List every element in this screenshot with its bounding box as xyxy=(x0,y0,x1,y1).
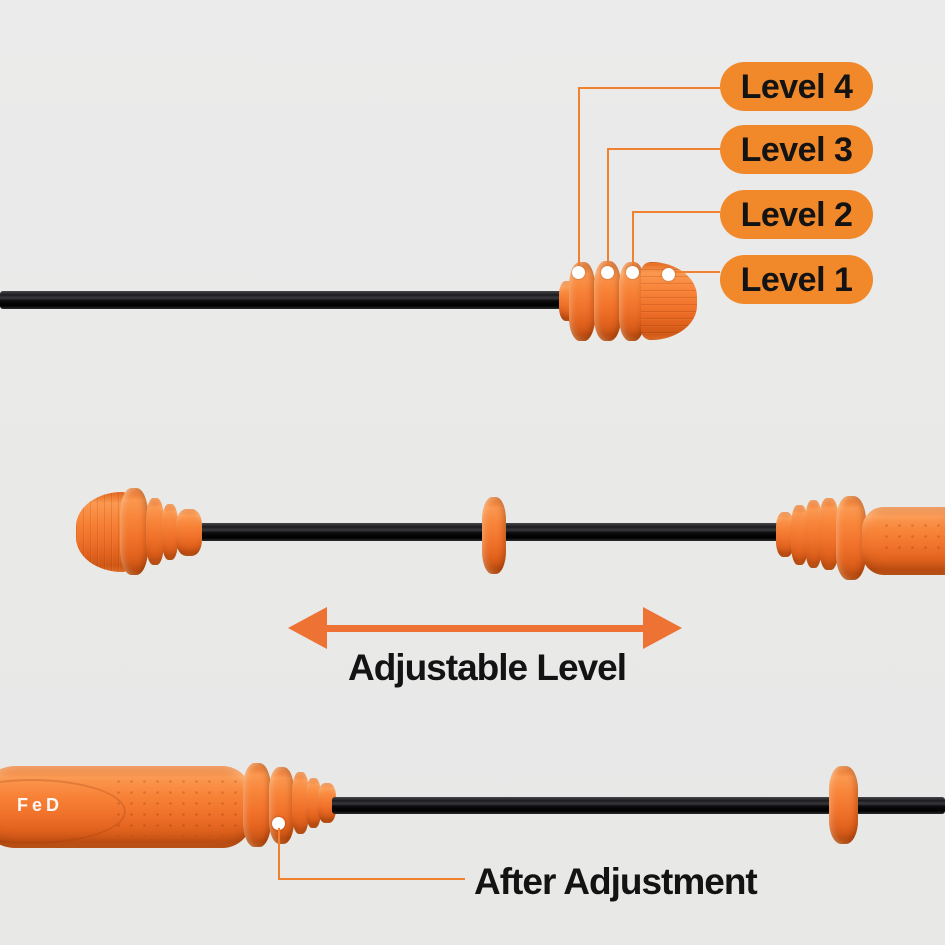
callout-label-level-1: Level 1 xyxy=(740,260,853,299)
grip-texture-bottom xyxy=(112,776,240,836)
callout-pill-level-2: Level 2 xyxy=(720,190,873,239)
annotation-line-h xyxy=(278,878,465,880)
handle-step-4 xyxy=(819,498,839,570)
white-level-dot-2 xyxy=(626,266,639,279)
cap-step-1 xyxy=(146,498,164,565)
handle-step-2 xyxy=(791,505,808,565)
callout-line-level2-h xyxy=(632,211,720,213)
white-level-dot-3 xyxy=(601,266,614,279)
callout-line-level1-h xyxy=(668,271,720,273)
callout-line-level4-h xyxy=(578,87,720,89)
bottom-flange-ring-1 xyxy=(243,763,271,847)
adjustable-level-label: Adjustable Level xyxy=(347,647,627,688)
white-level-dot-4 xyxy=(572,266,585,279)
callout-label-level-4: Level 4 xyxy=(740,67,853,106)
adjusted-slider-ring xyxy=(829,766,858,844)
handle-step-3 xyxy=(805,500,822,568)
callout-pill-level-3: Level 3 xyxy=(720,125,873,174)
rope-rod-top xyxy=(0,291,568,309)
callout-line-level2-v xyxy=(632,211,634,273)
annotation-line-v xyxy=(278,828,280,880)
arrow-shaft xyxy=(324,625,650,632)
handle-step-1 xyxy=(776,512,794,557)
left-arrowhead-icon xyxy=(288,607,327,649)
white-adjustment-dot xyxy=(272,817,285,830)
after-adjustment-label: After Adjustment xyxy=(474,861,758,902)
callout-label-level-3: Level 3 xyxy=(740,130,853,169)
cap-step-3 xyxy=(176,509,202,556)
right-arrowhead-icon xyxy=(643,607,682,649)
brand-logo: FeD xyxy=(17,795,64,815)
cap-rim-ring xyxy=(120,488,148,575)
callout-line-level4-v xyxy=(578,87,580,273)
callout-label-level-2: Level 2 xyxy=(740,195,853,234)
rope-rod-bottom xyxy=(332,797,945,814)
bottom-step-3 xyxy=(318,783,336,823)
handle-grip-middle xyxy=(862,507,945,575)
callout-pill-level-1: Level 1 xyxy=(720,255,873,304)
callout-pill-level-4: Level 4 xyxy=(720,62,873,111)
callout-line-level3-v xyxy=(607,148,609,273)
bottom-step-2 xyxy=(306,778,321,828)
bottom-step-1 xyxy=(292,772,309,834)
adjustable-slider-ring xyxy=(482,497,506,574)
cap-step-2 xyxy=(162,504,178,560)
white-level-dot-1 xyxy=(662,268,675,281)
bottom-flange-ring-2 xyxy=(269,767,294,844)
grip-texture-middle xyxy=(880,520,945,554)
callout-line-level3-h xyxy=(607,148,720,150)
handle-flange-ring xyxy=(836,496,866,580)
